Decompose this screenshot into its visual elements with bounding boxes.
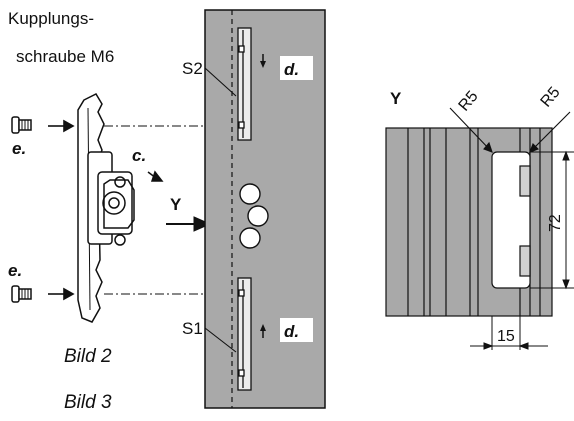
label-s2: S2 — [182, 59, 203, 78]
radius-leaders — [449, 107, 571, 153]
label-d-bottom: d. — [284, 322, 299, 341]
arrow-c-icon — [147, 170, 164, 182]
arrow-up-icon — [260, 324, 266, 331]
screw-label-line2: schraube M6 — [16, 47, 114, 66]
dimension-15 — [470, 316, 548, 350]
label-d-top: d. — [284, 60, 299, 79]
label-r5-left: R5 — [455, 88, 481, 115]
label-e-top: e. — [12, 139, 26, 158]
arrow-down-icon — [260, 61, 266, 68]
dimension-72 — [530, 150, 574, 290]
label-dim-15: 15 — [497, 328, 515, 345]
label-y-right: Y — [390, 89, 402, 108]
rail-s2 — [237, 27, 252, 141]
caption-bild-3: Bild 3 — [64, 392, 112, 413]
d-bottom-group: d. — [260, 318, 313, 342]
rail-s1 — [237, 277, 252, 391]
coupling-plate — [77, 93, 135, 323]
screw-bottom-icon — [11, 285, 32, 303]
s1-leader — [204, 327, 237, 353]
section-detail — [385, 127, 553, 317]
screw-label-line1: Kupplungs- — [8, 9, 94, 28]
label-y-left: Y — [170, 195, 182, 214]
label-r5-right: R5 — [537, 84, 563, 111]
d-top-group: d. — [260, 54, 313, 80]
panel-holes — [239, 183, 269, 249]
screw-top-icon — [11, 116, 32, 134]
label-s1: S1 — [182, 319, 203, 338]
screw-label: Kupplungs- schraube M6 — [8, 9, 114, 66]
label-c: c. — [132, 146, 146, 165]
caption-bild-2: Bild 2 — [64, 346, 112, 367]
label-dim-72: 72 — [547, 214, 564, 232]
s2-leader — [204, 67, 237, 97]
label-e-bottom: e. — [8, 261, 22, 280]
arrow-y-icon — [166, 216, 212, 232]
screw-arrows — [48, 119, 75, 301]
